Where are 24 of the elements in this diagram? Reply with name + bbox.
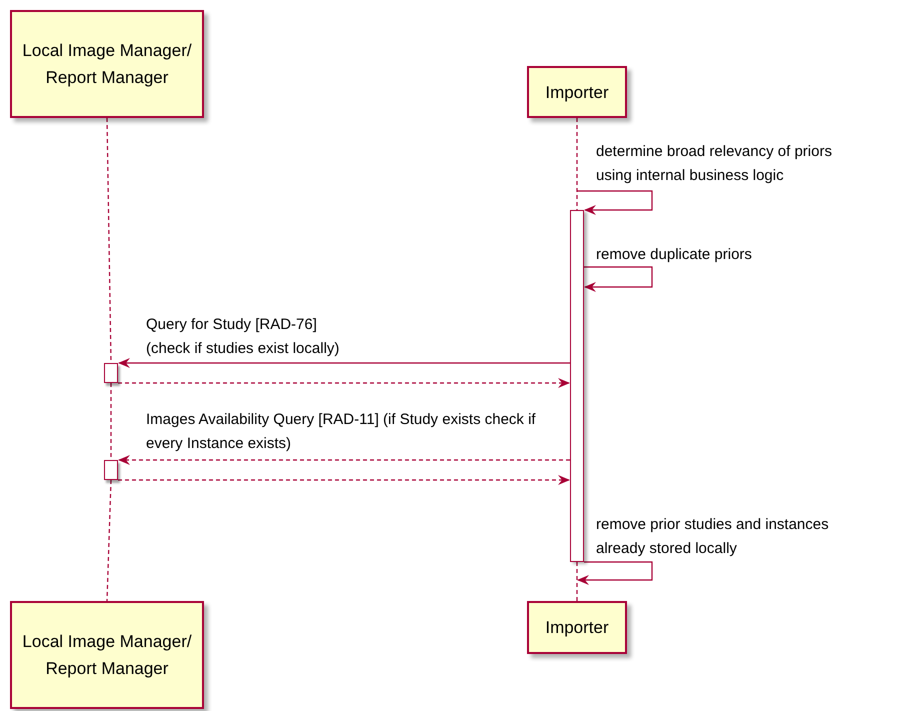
edge-label: Images Availability Query [RAD-11] (if Study exists check if every Instance exists) (146, 410, 537, 454)
activation-box (104, 460, 118, 480)
message-arrow (577, 561, 653, 585)
message-arrow (584, 266, 653, 292)
activation-bar (570, 210, 584, 562)
message-arrow (118, 358, 570, 368)
message-arrow (118, 378, 570, 388)
edge-label: Query for Study [RAD-76] (check if studies exist locally) (146, 315, 340, 359)
edge-label: remove prior studies and instances already stored locally (596, 515, 830, 559)
message-arrow (118, 475, 570, 485)
participant-box: Local Image Manager/ Report Manager (10, 601, 204, 709)
participant-box: Importer (527, 66, 627, 118)
edge-label: remove duplicate priors (596, 245, 753, 265)
lifeline (106, 480, 112, 602)
lifeline (576, 562, 578, 601)
edge-label: determine broad relevancy of priors using internal business logic (596, 142, 833, 186)
message-arrow (118, 455, 570, 465)
lifeline (110, 383, 112, 460)
lifeline (106, 118, 112, 363)
participant-box: Local Image Manager/ Report Manager (10, 10, 204, 118)
participant-box: Importer (527, 601, 627, 654)
activation-box (104, 363, 118, 383)
message-arrow (577, 190, 653, 215)
lifeline (576, 118, 578, 210)
